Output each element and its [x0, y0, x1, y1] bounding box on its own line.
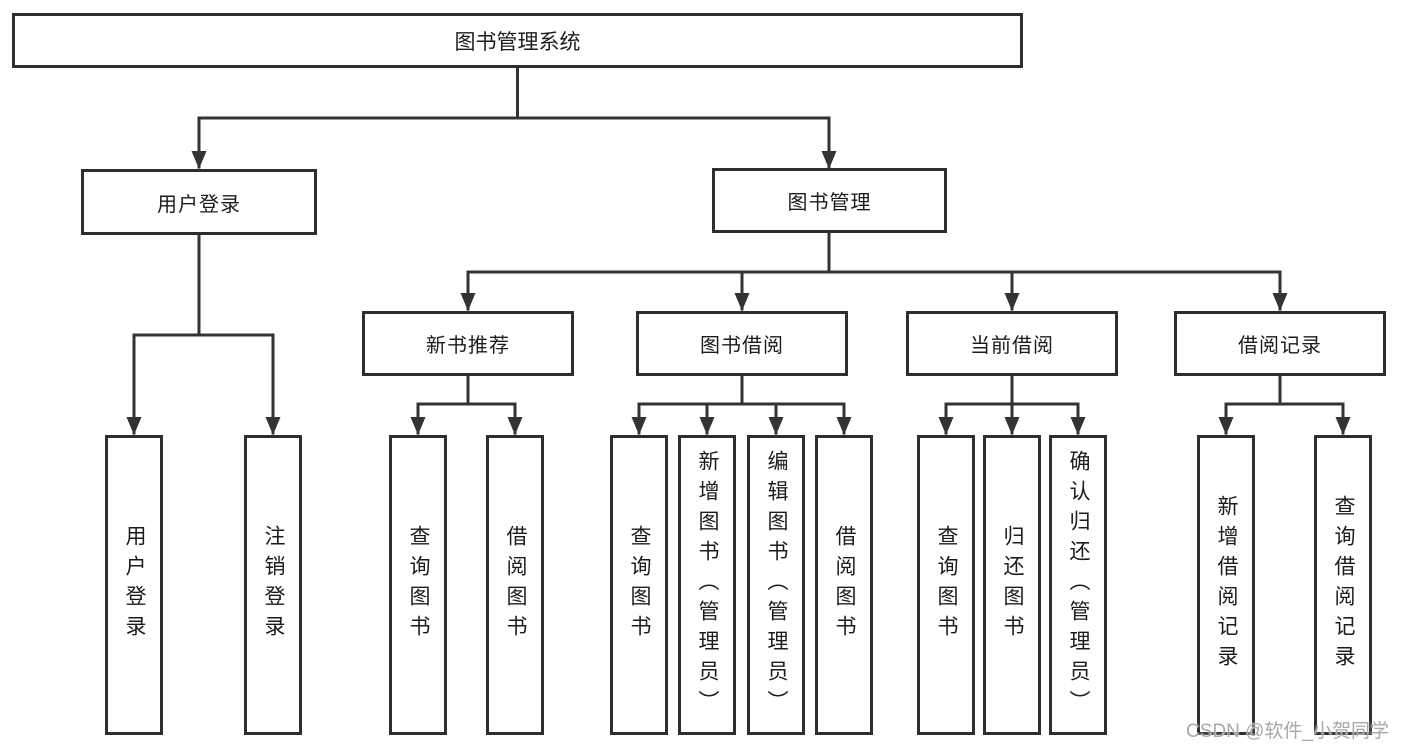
- leaf-bb-query-books-label: 查询图书: [628, 525, 651, 645]
- leaf-bb-edit-books-admin: 编辑图书（管理员）: [747, 435, 805, 735]
- node-root-label: 图书管理系统: [454, 30, 581, 54]
- node-new-book-recommend: 新书推荐: [362, 311, 574, 376]
- leaf-user-login-label: 用户登录: [123, 525, 146, 645]
- leaf-bb-edit-books-admin-label: 编辑图书（管理员）: [765, 450, 788, 720]
- leaf-br-query-record: 查询借阅记录: [1314, 435, 1372, 735]
- leaf-bb-borrow-books: 借阅图书: [815, 435, 873, 735]
- leaf-bb-add-books-admin-label: 新增图书（管理员）: [696, 450, 719, 720]
- leaf-nb-borrow-books-label: 借阅图书: [504, 525, 527, 645]
- node-book-management: 图书管理: [712, 168, 947, 233]
- leaf-cb-return-books-label: 归还图书: [1001, 525, 1024, 645]
- leaf-br-add-record-label: 新增借阅记录: [1215, 495, 1238, 675]
- leaf-cb-query-books: 查询图书: [917, 435, 975, 735]
- node-current-borrow-label: 当前借阅: [970, 335, 1054, 357]
- leaf-br-query-record-label: 查询借阅记录: [1332, 495, 1355, 675]
- node-user-login-label: 用户登录: [157, 193, 241, 216]
- leaf-bb-query-books: 查询图书: [610, 435, 668, 735]
- node-current-borrow: 当前借阅: [906, 311, 1118, 376]
- leaf-cb-query-books-label: 查询图书: [935, 525, 958, 645]
- node-book-management-label: 图书管理: [787, 192, 872, 214]
- leaf-nb-borrow-books: 借阅图书: [486, 435, 544, 735]
- leaf-nb-query-books-label: 查询图书: [407, 525, 430, 645]
- leaf-cb-return-books: 归还图书: [983, 435, 1041, 735]
- node-book-borrow-label: 图书借阅: [700, 335, 784, 357]
- leaf-bb-add-books-admin: 新增图书（管理员）: [678, 435, 736, 735]
- leaf-bb-borrow-books-label: 借阅图书: [833, 525, 856, 645]
- leaf-logout: 注销登录: [244, 435, 302, 735]
- leaf-nb-query-books: 查询图书: [389, 435, 447, 735]
- leaf-user-login: 用户登录: [105, 435, 163, 735]
- csdn-watermark: CSDN @软件_小贺同学: [1186, 721, 1389, 742]
- node-user-login: 用户登录: [81, 169, 317, 235]
- node-root: 图书管理系统: [12, 13, 1023, 68]
- leaf-cb-confirm-return-admin-label: 确认归还（管理员）: [1067, 450, 1090, 720]
- leaf-cb-confirm-return-admin: 确认归还（管理员）: [1049, 435, 1107, 735]
- leaf-logout-label: 注销登录: [262, 525, 285, 645]
- node-book-borrow: 图书借阅: [636, 311, 848, 376]
- node-borrow-records: 借阅记录: [1174, 311, 1386, 376]
- arrowhead-icons: [126, 151, 1351, 435]
- node-new-book-recommend-label: 新书推荐: [426, 335, 510, 357]
- leaf-br-add-record: 新增借阅记录: [1197, 435, 1255, 735]
- node-borrow-records-label: 借阅记录: [1238, 335, 1322, 357]
